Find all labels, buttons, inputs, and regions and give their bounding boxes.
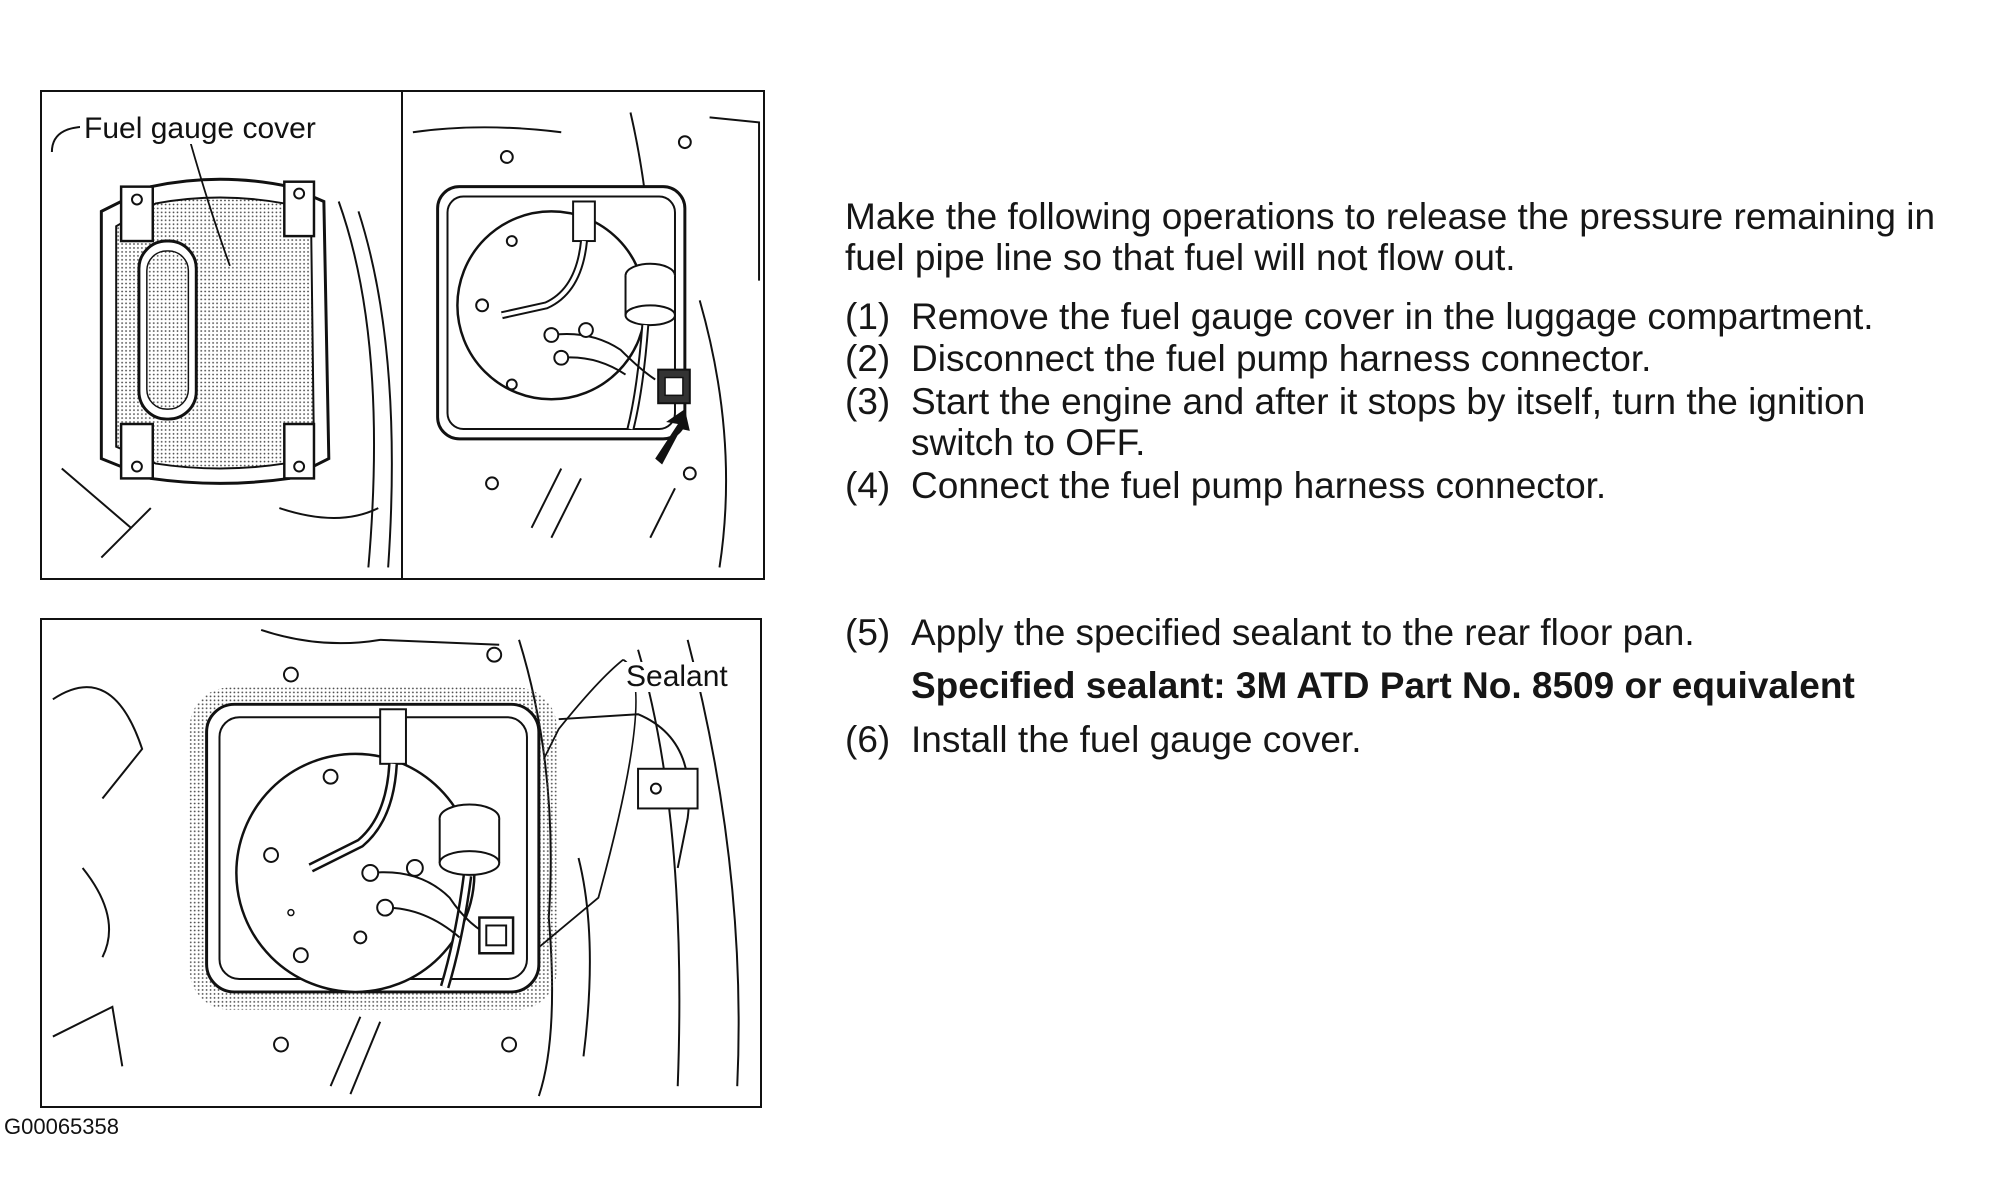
step-text: Apply the specified sealant to the rear … [911,612,1695,653]
fuel-gauge-cover-label: Fuel gauge cover [80,114,320,144]
step-6: (6) Install the fuel gauge cover. [845,719,1975,760]
figure-id: G00065358 [4,1114,119,1139]
step-5: (5) Apply the specified sealant to the r… [845,612,1975,653]
figure-fuel-pump-connector [401,90,765,580]
step-text: Disconnect the fuel pump harness connect… [911,338,1652,380]
steps-list-b: (5) Apply the specified sealant to the r… [845,612,1975,761]
step-number: (3) [845,380,891,422]
figure-sealant: Sealant [40,618,762,1108]
step-4: (4) Connect the fuel pump harness connec… [845,465,1975,506]
intro-paragraph: Make the following operations to release… [845,196,1936,279]
steps-list-a: (1) Remove the fuel gauge cover in the l… [845,296,1975,507]
step-text: Connect the fuel pump harness connector. [911,464,1607,506]
step-1: (1) Remove the fuel gauge cover in the l… [845,296,1975,337]
step-number: (5) [845,612,891,653]
sealant-illustration [52,628,740,1097]
step-2: (2) Disconnect the fuel pump harness con… [845,338,1975,379]
specified-sealant: Specified sealant: 3M ATD Part No. 8509 … [911,665,1855,707]
figure-fuel-gauge-cover: Fuel gauge cover [40,90,404,580]
step-text: Remove the fuel gauge cover in the lugga… [911,296,1874,337]
step-text: Install the fuel gauge cover. [911,718,1362,760]
step-number: (1) [845,296,891,337]
step-text: Start the engine and after it stops by i… [911,380,1866,464]
cover-illustration [50,125,393,568]
step-3: (3) Start the engine and after it stops … [845,381,1975,464]
step-number: (4) [845,464,891,506]
step-number: (6) [845,718,891,760]
sealant-label: Sealant [622,662,732,692]
step-number: (2) [845,338,891,380]
pump-illustration [412,112,761,568]
